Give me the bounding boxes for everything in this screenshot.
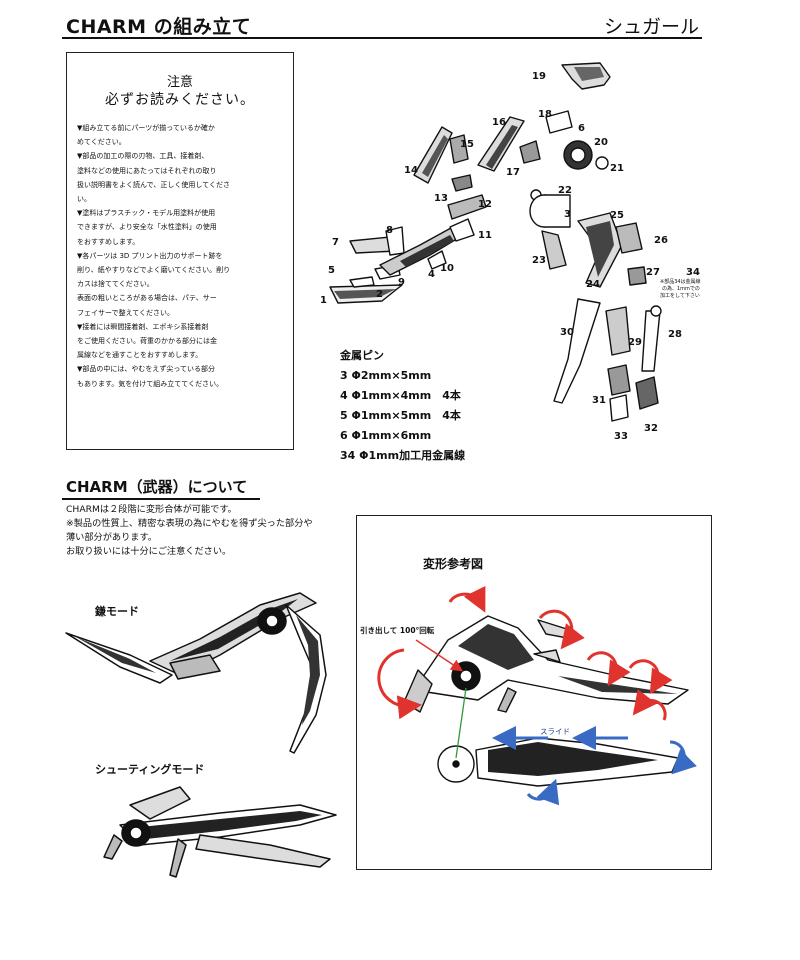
notice-line: 塗料などの使用にあたってはそれぞれの取り [77, 166, 217, 175]
scythe-mode-label: 鎌モード [95, 605, 139, 618]
notice-line: をご使用ください。荷重のかかる部分には金 [77, 337, 217, 346]
scythe-mode-illustration [65, 592, 327, 754]
notice-line: 扱い説明書をよく読んで、正しく使用してくださ [77, 180, 230, 189]
slide-label: スライド [540, 727, 570, 736]
part-label: 30 [560, 327, 574, 338]
part-label: 5 [328, 265, 335, 276]
notice-line: フェイサーで整えてください。 [77, 308, 175, 317]
part-label: 29 [628, 337, 642, 348]
notice-line: できますが、より安全な「水性塗料」の使用 [77, 223, 217, 232]
notice-line: をおすすめします。 [77, 237, 140, 246]
part-label: 6 [578, 123, 585, 134]
pin-item: 4 Φ1mm×4mm 4本 [340, 389, 461, 402]
section-line: 薄い部分があります。 [66, 532, 157, 543]
transformation-reference-box [356, 515, 712, 870]
notice-line: ▼各パーツは 3D プリント出力のサポート跡を [77, 251, 223, 260]
part-label: 14 [404, 165, 418, 176]
part-label: 10 [440, 263, 454, 274]
notice-line: ▼塗料はプラスチック・モデル用塗料が使用 [77, 209, 216, 218]
part-label: 26 [654, 235, 668, 246]
part34-note-line: 加工をして下さい [660, 292, 700, 299]
character-name: シュガール [604, 16, 700, 38]
notice-line: めてください。 [77, 138, 126, 147]
part-label: 1 [320, 295, 327, 306]
pin-item: 5 Φ1mm×5mm 4本 [340, 409, 461, 422]
reference-title: 変形参考図 [423, 557, 484, 571]
part-label: 9 [398, 277, 405, 288]
pin-item: 3 Φ2mm×5mm [340, 369, 432, 382]
notice-subtitle: 必ずお読みください。 [105, 92, 255, 108]
notice-line: ▼部品の加工の際の刃物、工具、接着剤、 [77, 152, 209, 161]
part-label: 12 [478, 199, 492, 210]
part-label: 33 [614, 431, 628, 442]
part-label: 32 [644, 423, 658, 434]
part-label: 4 [428, 269, 435, 280]
section-title: CHARM（武器）について [66, 478, 248, 496]
notice-line: ▼部品の中には、やむをえず尖っている部分 [77, 365, 216, 374]
notice-line: 削り、紙やすりなどでよく磨いてください。削り [77, 266, 231, 275]
part-label: 28 [668, 329, 682, 340]
notice-line: ▼組み立てる前にパーツが揃っているか確か [77, 124, 215, 132]
part-label: 34 [686, 267, 700, 278]
part34-note-line: の為、1mmでの [662, 285, 700, 292]
part-label: 16 [492, 117, 506, 128]
part-label: 22 [558, 185, 572, 196]
notice-line: ▼接着には瞬間接着剤、エポキシ系接着剤 [77, 322, 209, 331]
part-label: 3 [564, 209, 571, 220]
part-label: 24 [586, 279, 600, 290]
pin-item: 6 Φ1mm×6mm [340, 429, 432, 442]
notice-line: 属線などを通すことをおすすめします。 [77, 351, 203, 360]
section-line: CHARMは２段階に変形合体が可能です。 [66, 504, 237, 515]
part-label: 18 [538, 109, 552, 120]
section-divider [62, 498, 260, 500]
part-label: 11 [478, 230, 492, 241]
part-label: 27 [646, 267, 660, 278]
part-label: 13 [434, 193, 448, 204]
page-title: CHARM の組み立て [66, 16, 252, 38]
part-label: 23 [532, 255, 546, 266]
notice-body: ▼組み立てる前にパーツが揃っているか確かめてください。 ▼部品の加工の際の刃物、工… [77, 121, 285, 391]
part-label: 2 [376, 289, 383, 300]
header-divider [62, 37, 702, 39]
exploded-parts-diagram: 1 2 3 4 5 6 7 8 9 10 11 12 13 14 15 16 1… [320, 62, 701, 442]
pin-item: 34 Φ1mm加工用金属線 [340, 449, 466, 462]
shooting-mode-illustration [103, 786, 337, 878]
transformation-diagram [377, 585, 697, 806]
notice-line: 表面の粗いところがある場合は、パテ、サー [77, 294, 217, 303]
shooting-mode-label: シューティングモード [95, 763, 205, 776]
notice-line: カスは捨ててください。 [77, 280, 154, 289]
part-label: 8 [386, 225, 393, 236]
pins-title: 金属ピン [340, 349, 384, 362]
notice-title: 注意 [166, 75, 193, 90]
section-line: ※製品の性質上、精密な表現の為にやむを得ず尖った部分や [66, 518, 313, 529]
notice-line: い。 [77, 195, 91, 204]
part-label: 19 [532, 71, 546, 82]
part-label: 31 [592, 395, 606, 406]
metal-pins-list: 金属ピン 3 Φ2mm×5mm 4 Φ1mm×4mm 4本 5 Φ1mm×5mm… [340, 346, 465, 466]
notice-box: 注意 必ずお読みください。 ▼組み立てる前にパーツが揃っているか確かめてください… [66, 52, 294, 450]
part-label: 15 [460, 139, 474, 150]
part-label: 17 [506, 167, 520, 178]
pull-rotate-label: 引き出して 100°回転 [360, 626, 435, 635]
part-label: 20 [594, 137, 608, 148]
section-line: お取り扱いには十分にご注意ください。 [66, 546, 232, 557]
notice-line: もあります。気を付けて組み立ててください。 [77, 379, 224, 388]
part-label: 21 [610, 163, 624, 174]
part34-note-line: ※部品34は金属線 [660, 278, 701, 285]
part-label: 25 [610, 210, 624, 221]
section-body: CHARMは２段階に変形合体が可能です。 ※製品の性質上、精密な表現の為にやむを… [66, 503, 356, 559]
part-label: 7 [332, 237, 339, 248]
